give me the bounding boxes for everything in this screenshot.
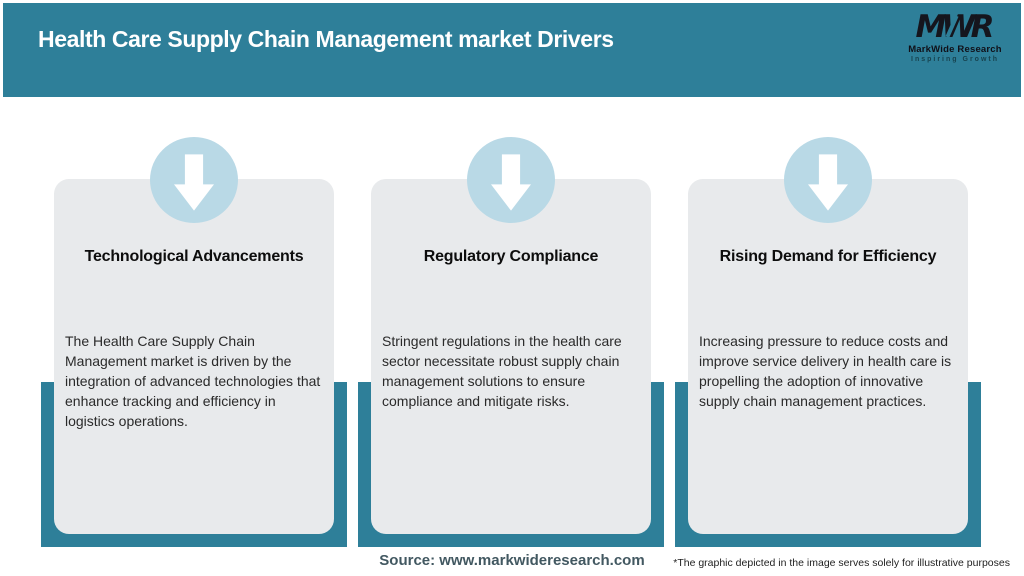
card-description: Stringent regulations in the health care…	[382, 333, 622, 409]
card-title: Technological Advancements	[84, 248, 304, 265]
driver-card-rising-demand-for-efficiency: Rising Demand for Efficiency Increasing …	[688, 137, 968, 534]
card-description: Increasing pressure to reduce costs and …	[699, 333, 952, 409]
header-bar: Health Care Supply Chain Management mark…	[3, 3, 1021, 97]
driver-card-technological-advancements: Technological Advancements The Health Ca…	[54, 137, 334, 534]
down-arrow-icon	[467, 137, 555, 223]
logo-monogram: MWR	[916, 12, 995, 43]
card-title: Rising Demand for Efficiency	[719, 248, 937, 265]
page-title: Health Care Supply Chain Management mark…	[38, 26, 614, 52]
markwide-logo: MWR MarkWide Research Inspiring Growth	[905, 12, 1005, 64]
down-arrow-icon	[784, 137, 872, 223]
logo-company-name: MarkWide Research	[908, 44, 1002, 55]
down-arrow-icon	[150, 137, 238, 223]
logo-tagline: Inspiring Growth	[911, 56, 999, 63]
card-description: The Health Care Supply Chain Management …	[65, 333, 321, 429]
card-title: Regulatory Compliance	[423, 248, 599, 265]
disclaimer-text: *The graphic depicted in the image serve…	[673, 557, 1010, 569]
source-text: Source: www.markwideresearch.com	[379, 552, 645, 569]
driver-card-regulatory-compliance: Regulatory Compliance Stringent regulati…	[371, 137, 651, 534]
